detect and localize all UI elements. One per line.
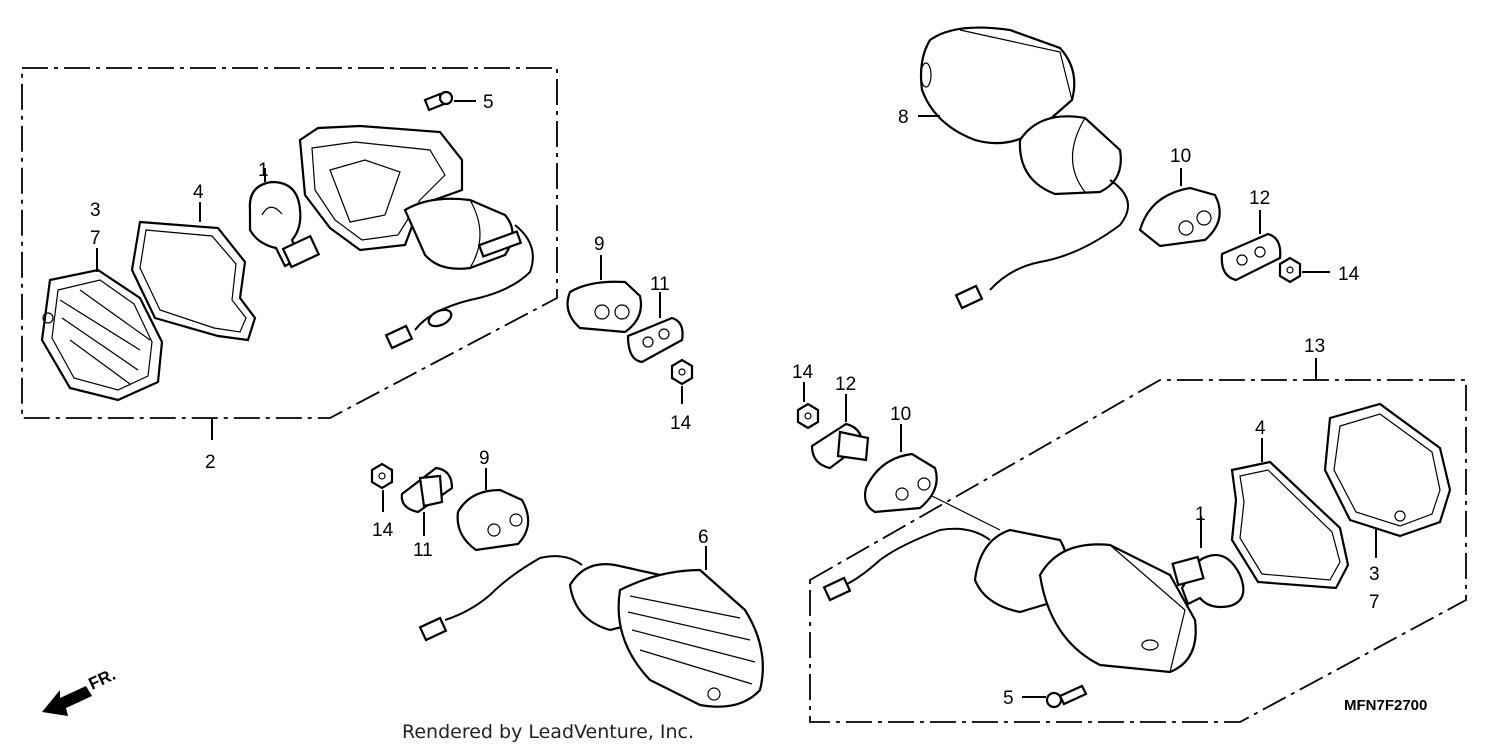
rear-left-light — [919, 26, 1122, 196]
rear-left-connector — [954, 284, 984, 310]
callout-14-mid: 14 — [792, 362, 814, 383]
callout-11-front: 11 — [650, 274, 670, 295]
front-collar — [626, 316, 684, 364]
screw-icon — [423, 90, 454, 112]
credit-text: Rendered by LeadVenture, Inc. — [402, 721, 694, 743]
spacer-9-lower — [456, 488, 530, 552]
callout-3-front: 3 — [90, 200, 101, 221]
bulb-icon — [248, 180, 321, 269]
assembly-13-boundary — [809, 379, 1467, 723]
nut-icon — [370, 462, 394, 490]
spacer-10-top — [1138, 186, 1221, 248]
callout-2: 2 — [205, 452, 216, 473]
callout-14-top: 14 — [1338, 264, 1360, 285]
front-light-housing — [298, 124, 523, 270]
rear-right-light — [568, 563, 764, 708]
direction-label: FR. — [86, 665, 119, 694]
callout-7-front: 7 — [90, 228, 101, 249]
rear-light-housing — [973, 528, 1197, 674]
front-spacer — [566, 280, 643, 334]
callout-9-front: 9 — [594, 234, 605, 255]
bulb-icon — [1171, 553, 1245, 609]
callout-4-front: 4 — [193, 182, 204, 203]
front-lens — [40, 268, 164, 402]
front-gasket — [130, 220, 257, 342]
diagram-code: MFN7F2700 — [1344, 697, 1427, 714]
nut-icon — [670, 358, 694, 386]
callout-8: 8 — [898, 107, 909, 128]
callout-13: 13 — [1304, 336, 1325, 357]
callout-6: 6 — [698, 527, 709, 548]
callout-4-rear: 4 — [1255, 418, 1266, 439]
callout-5-front: 5 — [483, 92, 494, 113]
callout-1-rear: 1 — [1195, 504, 1206, 525]
assembly-2-boundary — [21, 67, 558, 419]
nut-icon — [1278, 256, 1302, 284]
spacer-10-mid — [863, 452, 938, 514]
callout-1-front: 1 — [258, 160, 269, 181]
rear-right-connector — [822, 576, 852, 602]
lower-connector — [418, 616, 448, 642]
front-connector — [384, 324, 414, 350]
callout-5-rear: 5 — [1003, 688, 1014, 709]
callout-12-mid: 12 — [835, 374, 856, 395]
front-direction-arrow: FR. — [42, 665, 119, 716]
callout-3-rear: 3 — [1369, 564, 1380, 585]
callout-10-mid: 10 — [890, 404, 911, 425]
callout-14-lower: 14 — [372, 520, 394, 541]
rear-gasket — [1230, 460, 1350, 590]
callout-9-lower: 9 — [479, 448, 490, 469]
screw-icon — [1045, 684, 1088, 709]
callout-12-top: 12 — [1249, 188, 1270, 209]
callout-7-rear: 7 — [1369, 592, 1380, 613]
callout-10-top: 10 — [1170, 146, 1191, 167]
rear-lens — [1323, 402, 1452, 538]
callout-11-lower: 11 — [413, 540, 433, 561]
collar-12-top — [1220, 232, 1282, 282]
nut-icon — [796, 402, 820, 430]
callout-14-front: 14 — [670, 413, 692, 434]
